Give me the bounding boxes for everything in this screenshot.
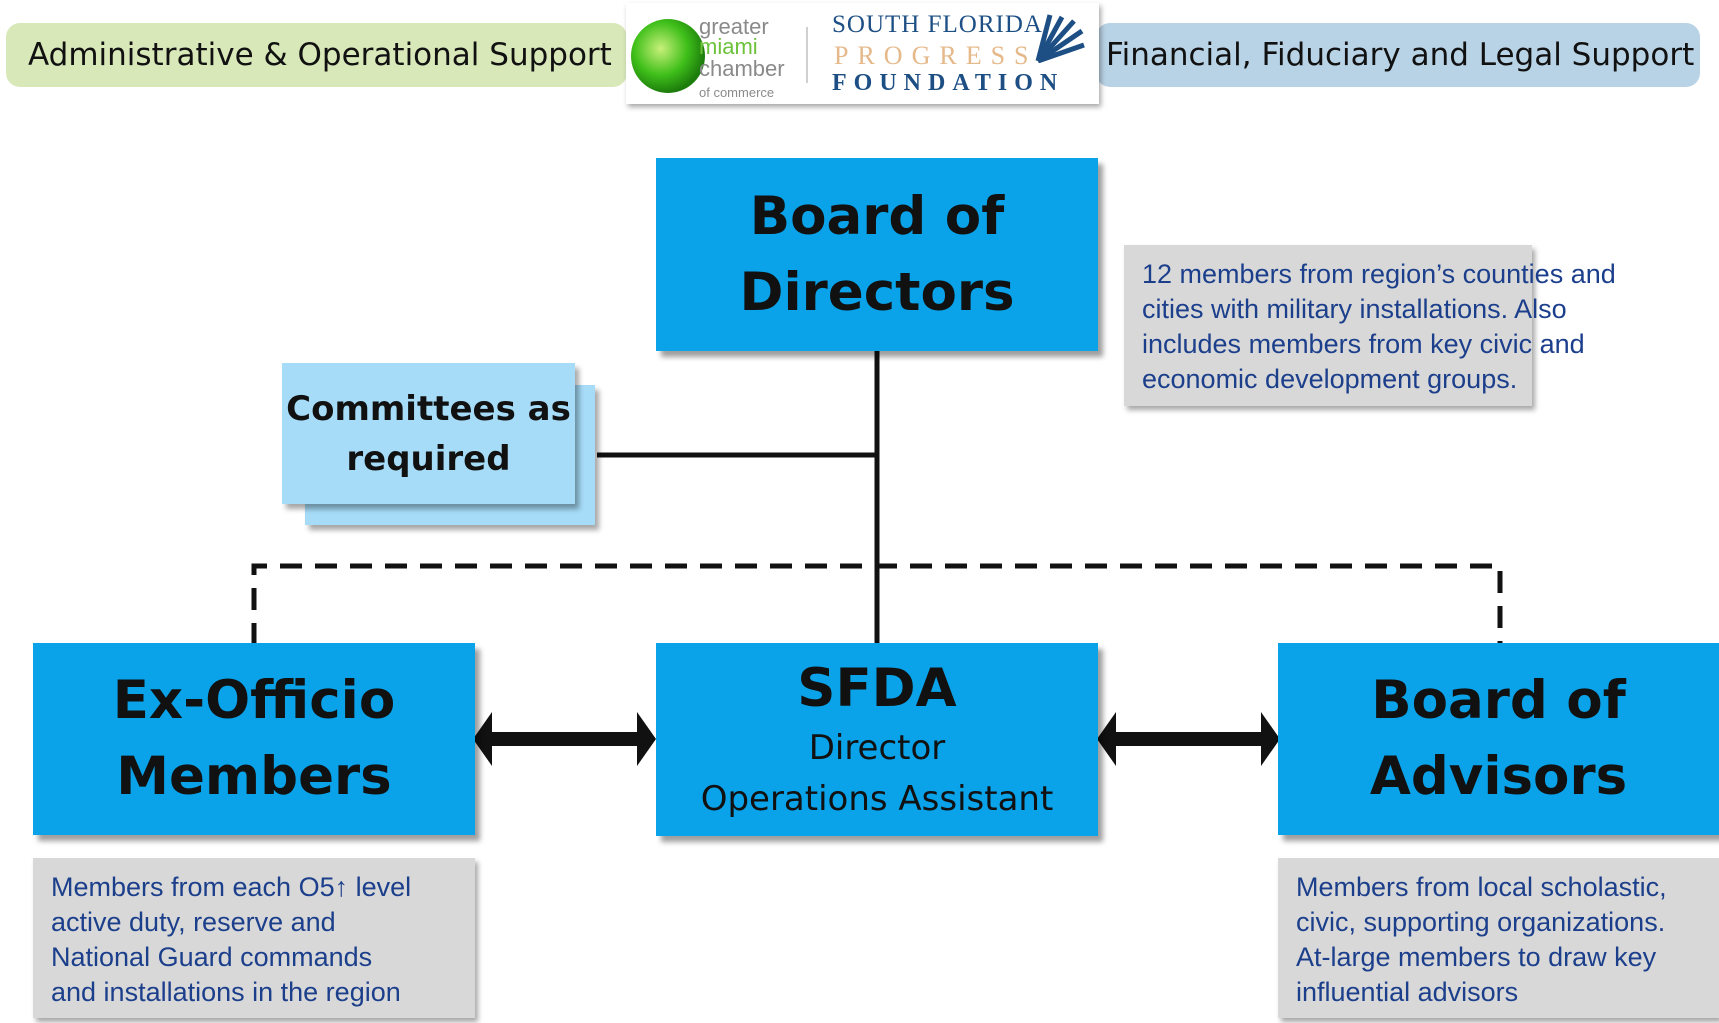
logo-chamber-line-1: greater [699, 14, 769, 39]
logo-divider [806, 27, 808, 83]
admin-support-text: Administrative & Operational Support [28, 37, 612, 73]
committees-line-1: Committees as [286, 388, 571, 429]
ex-officio-note: Members from each O5↑ level active duty,… [33, 858, 475, 1018]
directors-note-line: cities with military installations. Also [1142, 294, 1567, 324]
directors-title-line-1: Board of [749, 185, 1005, 247]
committees-box: Committees as required [282, 363, 575, 504]
directors-title-line-2: Directors [739, 261, 1015, 323]
logo-chamber-line-2: miami [699, 34, 758, 59]
ex-officio-note-line: National Guard commands [51, 942, 373, 972]
advisors-note-line: At-large members to draw key [1296, 942, 1657, 972]
advisors-note-line: Members from local scholastic, [1296, 872, 1667, 902]
board-of-advisors-box: Board of Advisors [1278, 643, 1719, 835]
logo-foundation-line-1: SOUTH FLORIDA [832, 11, 1043, 38]
logo-chamber-line-3: chamber [699, 56, 785, 81]
directors-note-line: 12 members from region’s counties and [1142, 259, 1616, 289]
directors-note-line: economic development groups. [1142, 364, 1518, 394]
ex-officio-note-line: Members from each O5↑ level [51, 872, 412, 902]
chamber-globe-icon [631, 19, 705, 93]
board-of-directors-box: Board of Directors [656, 158, 1098, 351]
exofficio-sfda-arrow [473, 712, 656, 766]
advisors-title-line-2: Advisors [1369, 746, 1628, 807]
logo-foundation-line-3: FOUNDATION [832, 70, 1065, 96]
ex-officio-title-line-2: Members [116, 746, 392, 807]
sfda-box: SFDA Director Operations Assistant [656, 643, 1098, 836]
foundation-sun-icon [1035, 14, 1085, 63]
sfda-advisors-arrow [1097, 712, 1280, 766]
chamber-foundation-logo: greater miami chamber of commerce SOUTH … [626, 3, 1099, 104]
ex-officio-note-line: and installations in the region [51, 977, 401, 1007]
sfda-director: Director [808, 727, 946, 768]
advisors-note: Members from local scholastic, civic, su… [1278, 858, 1719, 1018]
admin-support-label: Administrative & Operational Support [6, 23, 627, 87]
ex-officio-box: Ex-Officio Members [33, 643, 475, 835]
financial-support-text: Financial, Fiduciary and Legal Support [1106, 37, 1695, 73]
sfda-title: SFDA [797, 657, 957, 719]
ex-officio-title-line-1: Ex-Officio [112, 670, 396, 731]
sfda-operations-assistant: Operations Assistant [700, 778, 1054, 819]
logo-foundation-line-2: PROGRESS [834, 41, 1038, 70]
advisors-title-line-1: Board of [1371, 670, 1626, 731]
directors-note-line: includes members from key civic and [1142, 329, 1585, 359]
dashed-affiliation-line [251, 563, 1503, 645]
advisors-note-line: civic, supporting organizations. [1296, 907, 1666, 937]
directors-note: 12 members from region’s counties and ci… [1124, 245, 1616, 406]
ex-officio-note-line: active duty, reserve and [51, 907, 336, 937]
logo-chamber-line-4: of commerce [699, 85, 775, 100]
committees-line-2: required [346, 438, 511, 479]
financial-support-label: Financial, Fiduciary and Legal Support [1096, 23, 1700, 87]
advisors-note-line: influential advisors [1296, 977, 1519, 1007]
